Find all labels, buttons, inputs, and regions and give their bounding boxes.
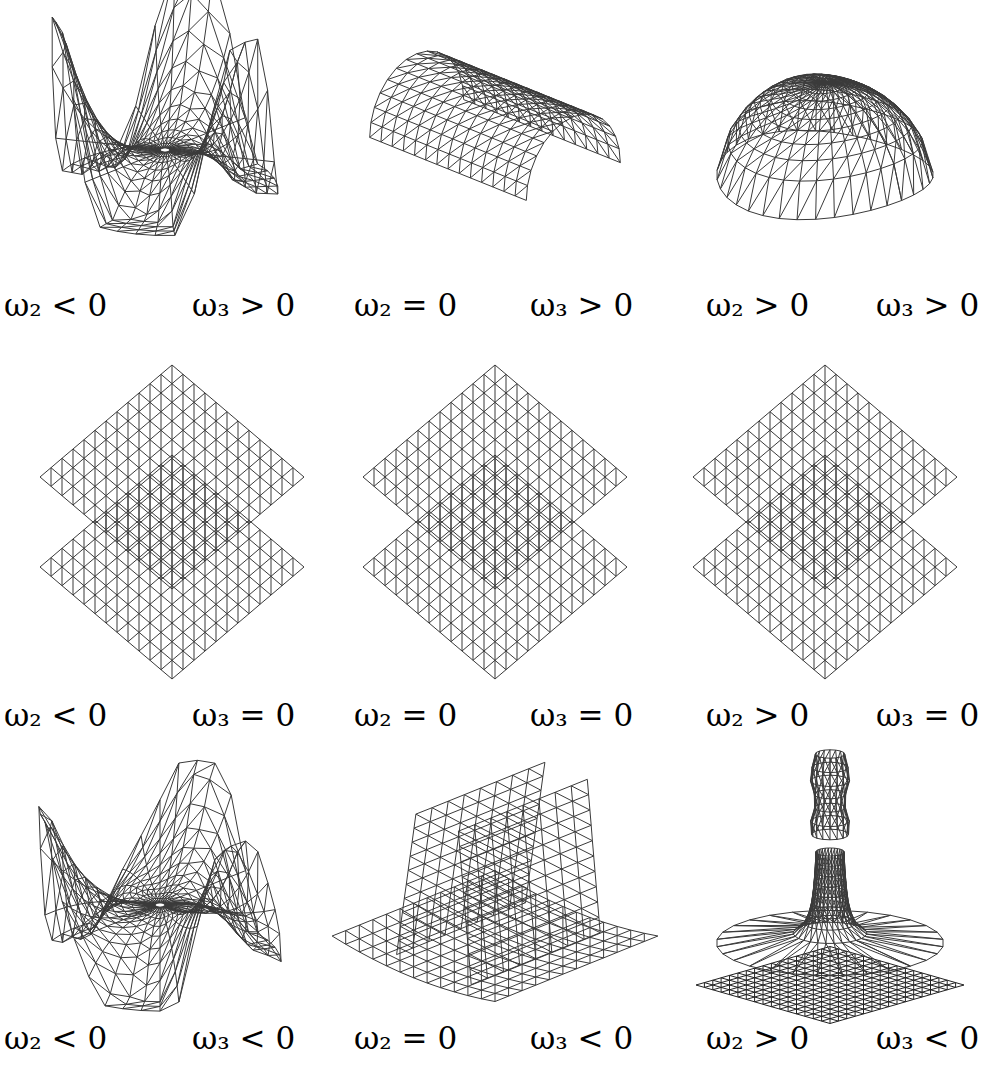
sign-label: ω₃ > 0: [192, 287, 295, 324]
sign-label: ω₃ < 0: [530, 1020, 633, 1057]
sign-label: ω₂ < 0: [4, 287, 107, 324]
folded-saddle-surface: [39, 760, 281, 1011]
sign-label: ω₃ = 0: [530, 697, 633, 734]
saddle-surface: [52, 0, 278, 235]
sign-label: ω₃ = 0: [876, 697, 979, 734]
sign-label: ω₃ = 0: [192, 697, 295, 734]
sign-label: ω₂ = 0: [354, 697, 457, 734]
sign-label: ω₂ < 0: [4, 1020, 107, 1057]
sign-label: ω₂ > 0: [706, 697, 809, 734]
sign-label: ω₂ < 0: [4, 697, 107, 734]
sign-label: ω₂ = 0: [354, 1020, 457, 1057]
sign-label: ω₃ < 0: [876, 1020, 979, 1057]
upper-plane: [693, 365, 957, 589]
sign-label: ω₂ > 0: [706, 1020, 809, 1057]
upper-plane: [363, 365, 627, 589]
trumpet-surface: [717, 848, 943, 976]
dome-surface: [717, 74, 933, 220]
base-plane: [332, 871, 658, 1002]
half-cylinder-surface: [370, 51, 621, 200]
sign-label: ω₂ = 0: [354, 287, 457, 324]
tube-surface: [811, 750, 850, 840]
flat-plane: [696, 947, 964, 1024]
sign-label: ω₃ > 0: [876, 287, 979, 324]
right-wall: [458, 779, 600, 984]
upper-plane: [40, 365, 304, 589]
sign-label: ω₃ < 0: [192, 1020, 295, 1057]
sign-label: ω₃ > 0: [530, 287, 633, 324]
sign-label: ω₂ > 0: [706, 287, 809, 324]
